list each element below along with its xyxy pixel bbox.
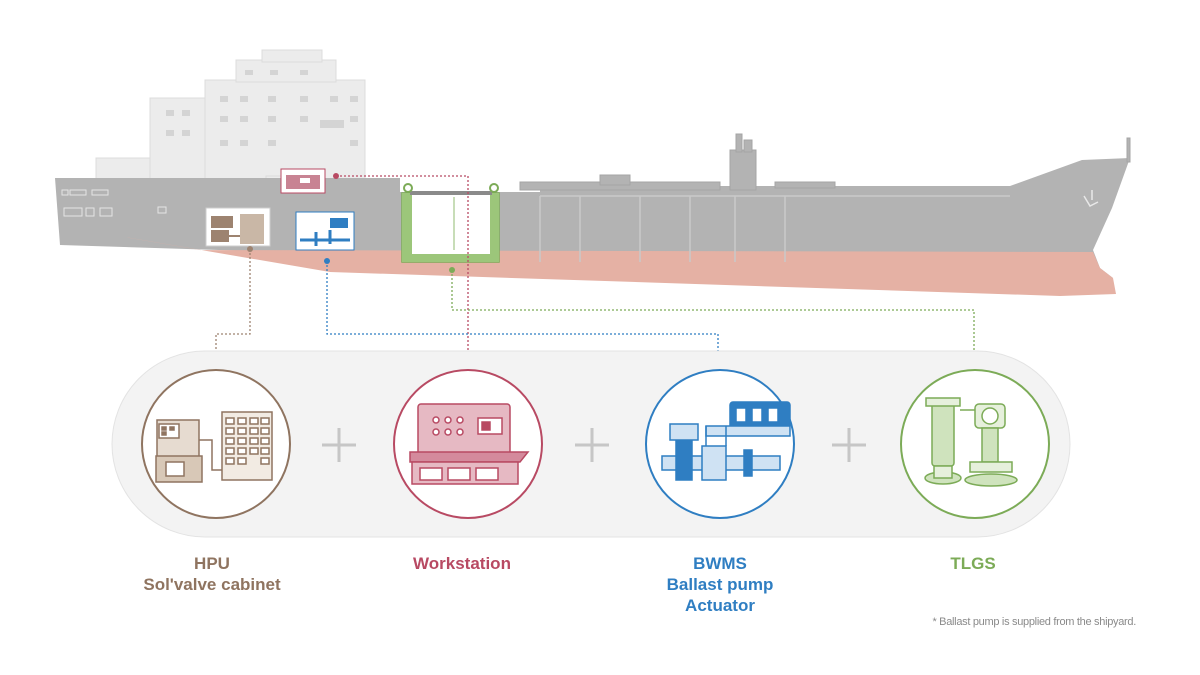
hpu-label-line-2: Sol'valve cabinet [143, 575, 281, 594]
footnote: * Ballast pump is supplied from the ship… [932, 616, 1136, 628]
plus-icon [832, 428, 866, 462]
workstation-location-icon [286, 175, 320, 189]
anchor-mark [1083, 190, 1099, 207]
superstructure [95, 49, 366, 185]
bwms-label-line-2: Ballast pump [666, 575, 774, 594]
tlgs-circle [900, 369, 1050, 519]
bwms-location-icon [300, 218, 350, 246]
tlgs-tank-lid [410, 191, 492, 195]
tlgs-tank-fill [402, 193, 499, 262]
plus-icon [322, 428, 356, 462]
bwms-label-line-1: BWMS [693, 554, 747, 573]
ship-illustration [55, 49, 1131, 296]
tlgs-connector [451, 270, 975, 372]
hpu-connector [215, 249, 251, 356]
bwms-label: BWMS Ballast pump Actuator [667, 553, 774, 616]
hpu-icon [155, 411, 273, 483]
hull-portholes [61, 189, 167, 217]
workstation-label: Workstation [413, 553, 511, 574]
hull-bottom [60, 226, 1116, 296]
hpu-circle [141, 369, 291, 519]
workstation-label-line-1: Workstation [413, 554, 511, 573]
bwms-icon [661, 401, 791, 481]
hpu-label: HPU Sol'valve cabinet [143, 553, 280, 595]
tlgs-label-line-1: TLGS [950, 554, 996, 573]
hpu-location-icon [211, 214, 264, 244]
workstation-connector [336, 175, 469, 372]
workstation-icon [409, 403, 530, 485]
tlgs-sensor-icon [403, 183, 413, 193]
tlgs-tank [401, 192, 500, 263]
compartment-lines [539, 195, 1010, 262]
hpu-label-line-1: HPU [194, 554, 230, 573]
tlgs-sensor-icon [489, 183, 499, 193]
bwms-circle [645, 369, 795, 519]
superstructure-windows [166, 70, 358, 146]
workstation-circle [393, 369, 543, 519]
bwms-label-line-3: Actuator [685, 596, 755, 615]
connector-lines [215, 173, 975, 372]
deck-structures [519, 133, 1131, 191]
tlgs-label: TLGS [950, 553, 995, 574]
bwms-connector [326, 261, 719, 372]
tlgs-icon [924, 397, 1018, 487]
plus-icon [575, 428, 609, 462]
bwms-location [295, 211, 355, 251]
